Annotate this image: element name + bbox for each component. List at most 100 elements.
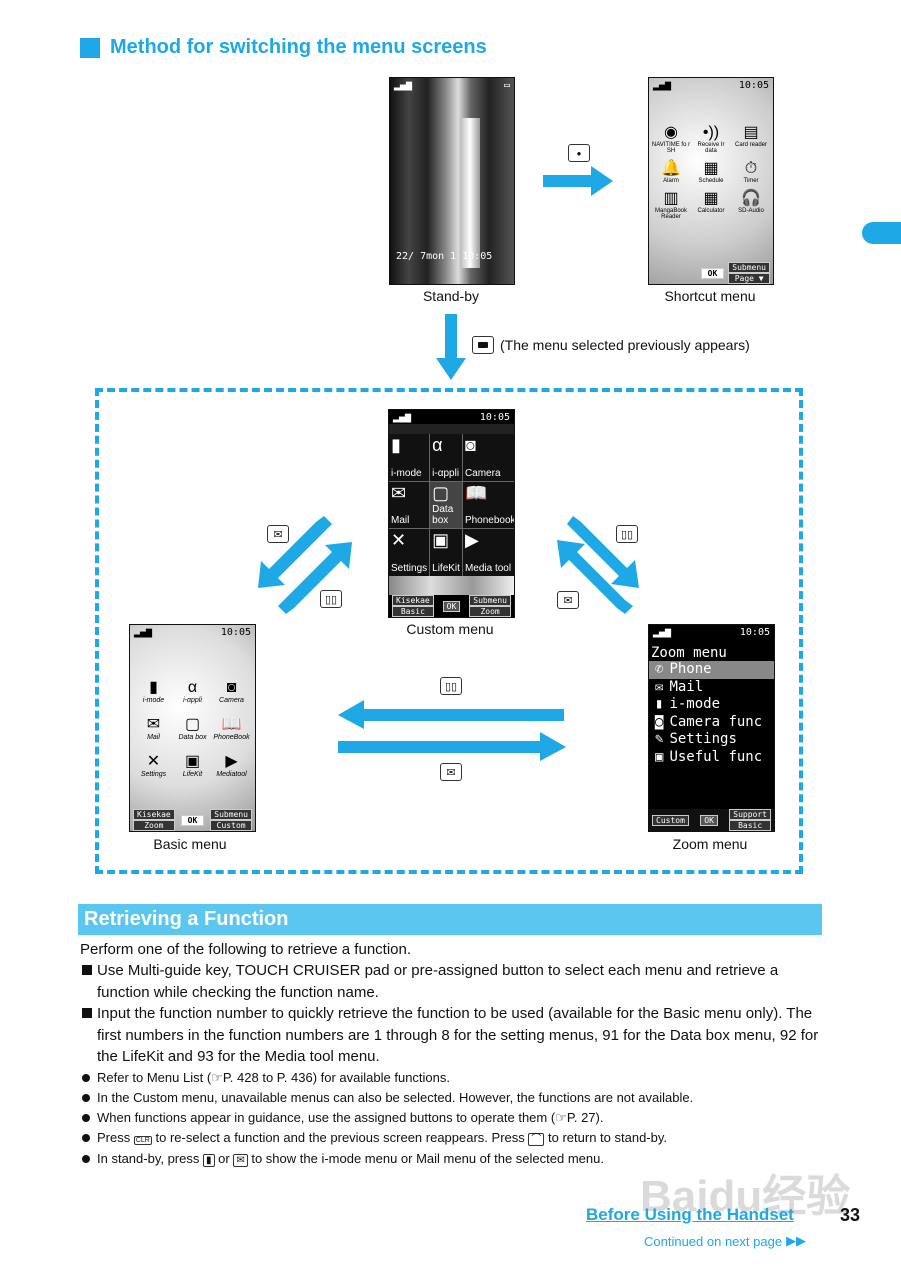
menu-item[interactable]: ✕Settings	[389, 529, 430, 576]
menu-item[interactable]: ▢Data box	[430, 481, 462, 529]
support-key[interactable]: Support	[729, 809, 771, 820]
bullet-item: In the Custom menu, unavailable menus ca…	[80, 1089, 820, 1106]
menu-item[interactable]: ▮i-mode	[389, 434, 430, 481]
basic-key[interactable]: Basic	[729, 820, 771, 831]
ok-key[interactable]: OK	[700, 267, 725, 279]
menu-item[interactable]: ▶Media tool	[462, 529, 514, 576]
dot-bullet-icon	[82, 1114, 90, 1122]
menu-item-label: i-αppli	[183, 697, 202, 704]
card-reader-icon: ▤	[743, 124, 759, 141]
menu-item[interactable]: ▤Card reader	[731, 124, 771, 154]
zoom-menu-item-label: Phone	[669, 661, 712, 678]
menu-item[interactable]: 🎧SD-Audio	[731, 190, 771, 220]
bullet-item: When functions appear in guidance, use t…	[80, 1109, 820, 1126]
zoom-menu-item[interactable]: ✆Phone	[649, 661, 774, 679]
custom-wallpaper-strip	[389, 576, 514, 596]
lifekit-icon: ▣	[184, 753, 201, 770]
zoom-menu-item-label: Camera func	[669, 713, 763, 730]
custom-key[interactable]: Custom	[652, 814, 689, 826]
menu-item[interactable]: ⏱Timer	[731, 160, 771, 184]
menu-item-label: Settings	[140, 771, 167, 778]
end-call-key-icon: ⌒	[528, 1133, 545, 1146]
basic-key[interactable]: Basic	[392, 606, 434, 617]
kisekae-key[interactable]: Kisekae	[392, 595, 434, 606]
phonebook-icon: 📖	[464, 482, 488, 503]
ok-key[interactable]: OK	[442, 600, 461, 612]
menu-item-label: Camera	[219, 697, 244, 704]
menu-item[interactable]: ✉Mail	[389, 481, 430, 529]
menu-item[interactable]: ▢Data box	[173, 716, 212, 741]
menu-item[interactable]: ✉Mail	[134, 716, 173, 741]
menu-item-label: Camera	[464, 467, 501, 479]
submenu-key[interactable]: Submenu	[728, 262, 770, 273]
menu-item[interactable]: ▶Mediatool	[212, 753, 251, 778]
menu-item[interactable]: ▦Schedule	[691, 160, 731, 184]
zoom-menu-item[interactable]: ✉Mail	[649, 679, 774, 697]
shortcut-time: 10:05	[738, 79, 769, 91]
zoom-menu-item-label: i-mode	[669, 696, 721, 713]
menu-item[interactable]: ▮i-mode	[134, 679, 173, 704]
list-item: Input the function number to quickly ret…	[80, 1003, 820, 1068]
ok-key[interactable]: OK	[180, 814, 205, 826]
menu-item[interactable]: ▥MangaBook Reader	[651, 190, 691, 220]
menu-item-label: Mediatool	[216, 771, 247, 778]
arrow-right-to-shortcut	[543, 166, 613, 196]
zoom-menu-item-label: Settings	[669, 731, 737, 748]
headphone-icon: 🎧	[741, 190, 761, 207]
page-link[interactable]: P. 27	[566, 1110, 596, 1125]
zoom-key[interactable]: Zoom	[469, 606, 511, 617]
bullet-item: Press CLR to re-select a function and th…	[80, 1129, 820, 1149]
alarm-icon: 🔔	[661, 160, 681, 177]
menu-item[interactable]: 🔔Alarm	[651, 160, 691, 184]
zoom-list: ✆Phone✉Mail▮ i-mode◙Camera func✎Settings▣…	[649, 661, 774, 766]
menu-item[interactable]: ▣LifeKit	[173, 753, 212, 778]
infrared-icon: •))	[702, 124, 720, 141]
settings-icon: ✕	[391, 530, 407, 551]
menu-item[interactable]: ▣LifeKit	[430, 529, 462, 576]
menu-item[interactable]: ◙Camera	[462, 434, 514, 481]
imode-icon: ▮	[655, 696, 664, 713]
heading-text: Method for switching the menu screens	[110, 36, 487, 58]
ok-key[interactable]: OK	[700, 814, 718, 826]
page-key[interactable]: Page ▼	[728, 273, 770, 284]
zoom-menu-item[interactable]: ▮ i-mode	[649, 696, 774, 714]
intro-text: Perform one of the following to retrieve…	[80, 941, 412, 958]
zoom-menu-item[interactable]: ▣Useful func	[649, 749, 774, 767]
page-link[interactable]: P. 428 to P. 436	[222, 1070, 313, 1085]
submenu-key[interactable]: Submenu	[210, 809, 252, 820]
timer-icon: ⏱	[744, 160, 758, 177]
standby-screen: ▂▄▆▭ 22/ 7mon 1 10:05	[389, 77, 515, 285]
menu-item-label: Card reader	[734, 142, 767, 148]
menu-item[interactable]: ◉NAVITIME fo r SH	[651, 124, 691, 154]
menu-item-label: Schedule	[698, 178, 724, 184]
kisekae-key[interactable]: Kisekae	[133, 809, 175, 820]
menu-item[interactable]: ▦Calculator	[691, 190, 731, 220]
zoom-menu-item[interactable]: ◙Camera func	[649, 714, 774, 732]
menu-key-icon	[472, 336, 494, 354]
arrows-basic-zoom	[338, 700, 566, 761]
zoom-key[interactable]: Zoom	[133, 820, 175, 831]
mediatool-icon: ▶	[464, 530, 479, 551]
menu-item[interactable]: 📖 Phonebook	[462, 481, 515, 529]
zoom-menu-item[interactable]: ✎Settings	[649, 731, 774, 749]
clr-key-icon: CLR	[133, 1136, 152, 1145]
menu-item[interactable]: •))Receive Ir data	[691, 124, 731, 154]
arrows-custom-zoom	[557, 516, 639, 614]
lifekit-icon: ▣	[432, 530, 450, 551]
center-key-icon: ●	[568, 144, 590, 162]
continued-note: Continued on next page ▶▶	[644, 1233, 807, 1249]
bullet-item: In stand-by, press ▮ or ✉ to show the i-…	[80, 1150, 820, 1169]
dot-bullet-icon	[82, 1074, 90, 1082]
menu-item-label: Phonebook	[464, 515, 515, 527]
imode-key-icon: ▮	[203, 1154, 215, 1167]
menu-item[interactable]: 📖PhoneBook	[212, 716, 251, 741]
menu-item[interactable]: ◙Camera	[212, 679, 251, 704]
custom-key[interactable]: Custom	[210, 820, 252, 831]
menu-item[interactable]: ✕Settings	[134, 753, 173, 778]
menu-item-label: Data box	[432, 504, 454, 527]
standby-caption: Stand-by	[422, 288, 480, 304]
submenu-key[interactable]: Submenu	[469, 595, 511, 606]
arrows-custom-basic	[258, 516, 352, 614]
